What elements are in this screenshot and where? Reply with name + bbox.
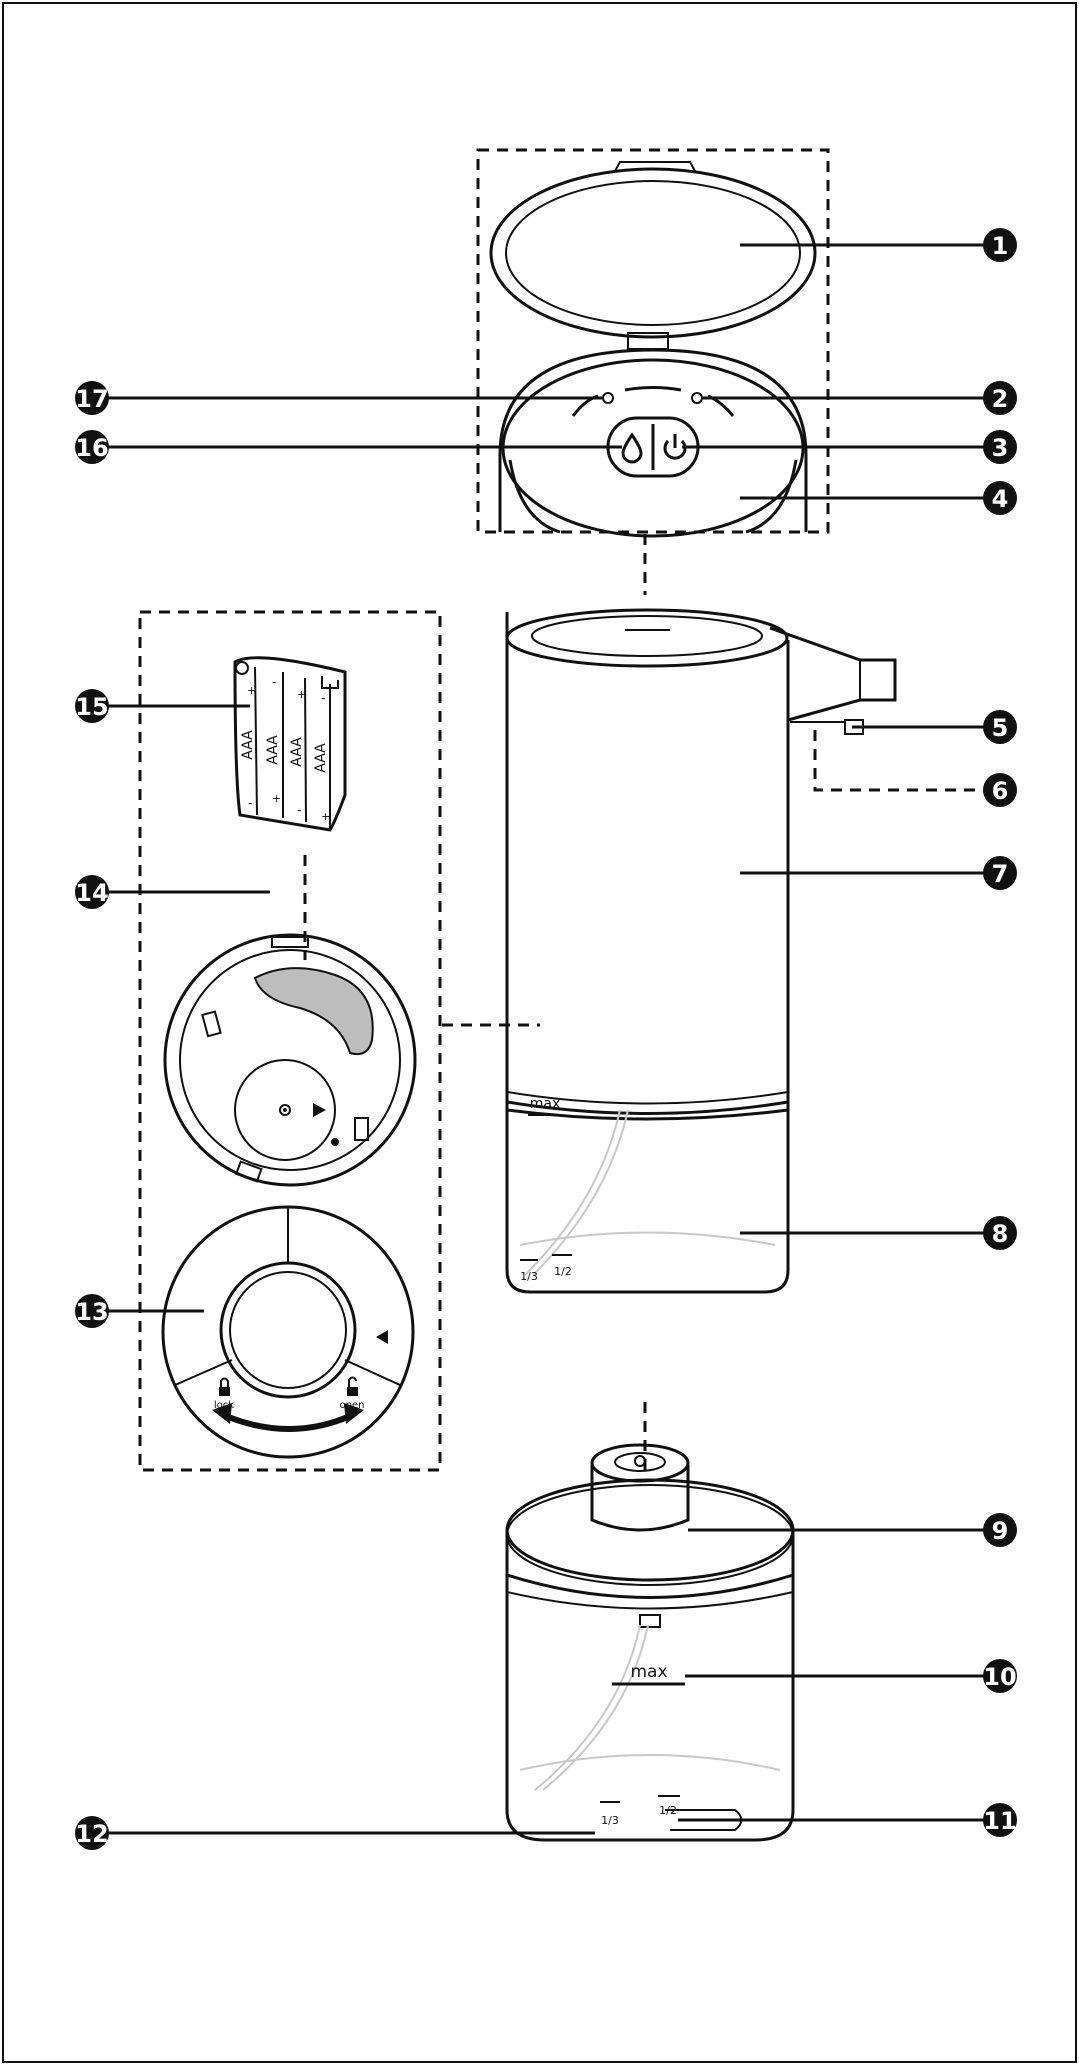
refill-third-mark: 1/3 bbox=[601, 1814, 619, 1827]
body-max-mark: max bbox=[530, 1096, 561, 1112]
svg-text:2: 2 bbox=[992, 385, 1009, 413]
svg-text:8: 8 bbox=[992, 1220, 1009, 1248]
battery-1-plus: + bbox=[247, 684, 256, 697]
svg-text:13: 13 bbox=[75, 1298, 108, 1326]
svg-text:7: 7 bbox=[992, 860, 1009, 888]
padlock-open-icon bbox=[347, 1376, 358, 1396]
svg-text:4: 4 bbox=[992, 485, 1009, 513]
callout-17-badge: 17 bbox=[75, 381, 109, 415]
battery-2-plus: + bbox=[272, 792, 281, 805]
svg-text:12: 12 bbox=[75, 1820, 108, 1848]
svg-text:14: 14 bbox=[75, 879, 108, 907]
callout-1-badge: 1 bbox=[983, 228, 1017, 262]
battery-3-minus: - bbox=[297, 803, 301, 817]
callout-16-badge: 16 bbox=[75, 430, 109, 464]
callout-3-badge: 3 bbox=[983, 430, 1017, 464]
indicator-led-left bbox=[602, 392, 614, 404]
battery-2-type: AAA bbox=[265, 735, 281, 765]
battery-4-minus: - bbox=[321, 691, 325, 705]
top-lid bbox=[489, 161, 817, 350]
leader-lines bbox=[108, 243, 985, 1835]
refill-bottle: max 1/3 1/2 bbox=[505, 1443, 795, 1842]
callout-5-badge: 5 bbox=[983, 710, 1017, 744]
droplet-icon bbox=[621, 432, 643, 464]
top-group-box bbox=[476, 148, 830, 534]
svg-text:5: 5 bbox=[992, 714, 1009, 742]
callout-13-badge: 13 bbox=[75, 1294, 109, 1328]
svg-text:1: 1 bbox=[992, 232, 1009, 260]
base-arrow-icon bbox=[313, 1103, 326, 1117]
base-group-box bbox=[138, 610, 442, 1472]
ring-arrow-icon bbox=[376, 1330, 388, 1344]
callout-4-badge: 4 bbox=[983, 481, 1017, 515]
lock-ring: lock open bbox=[161, 1205, 415, 1459]
refill-max-mark: max bbox=[630, 1662, 667, 1682]
callout-7-badge: 7 bbox=[983, 856, 1017, 890]
battery-2-minus: - bbox=[272, 675, 276, 689]
svg-text:3: 3 bbox=[992, 434, 1009, 462]
base-underside bbox=[163, 933, 417, 1187]
svg-text:9: 9 bbox=[992, 1517, 1009, 1545]
svg-text:6: 6 bbox=[992, 777, 1009, 805]
battery-pack: AAA AAA AAA AAA + - - + + - - + bbox=[233, 656, 347, 832]
battery-compartment bbox=[253, 967, 374, 1056]
callout-15-badge: 15 bbox=[75, 689, 109, 723]
callout-10-badge: 10 bbox=[983, 1659, 1017, 1693]
nozzle-arm bbox=[769, 626, 897, 722]
callout-14-badge: 14 bbox=[75, 875, 109, 909]
callout-8-badge: 8 bbox=[983, 1216, 1017, 1250]
connector-nozzle bbox=[813, 730, 990, 792]
dispenser-body: max 1/3 1/2 bbox=[505, 608, 897, 1294]
callout-6-badge: 6 bbox=[983, 773, 1017, 807]
svg-text:11: 11 bbox=[983, 1807, 1016, 1835]
svg-text:10: 10 bbox=[983, 1663, 1016, 1691]
lock-label: lock bbox=[214, 1400, 234, 1411]
callout-9-badge: 9 bbox=[983, 1513, 1017, 1547]
indicator-led-right bbox=[691, 392, 703, 404]
body-third-mark: 1/3 bbox=[520, 1270, 538, 1283]
svg-text:15: 15 bbox=[75, 693, 108, 721]
callout-2-badge: 2 bbox=[983, 381, 1017, 415]
battery-4-plus: + bbox=[321, 810, 330, 823]
battery-3-plus: + bbox=[297, 688, 306, 701]
control-panel bbox=[498, 348, 808, 538]
open-label: open bbox=[340, 1400, 365, 1411]
svg-text:16: 16 bbox=[75, 434, 108, 462]
body-half-mark: 1/2 bbox=[554, 1265, 572, 1278]
battery-3-type: AAA bbox=[289, 737, 305, 767]
pump-cap bbox=[590, 1465, 690, 1532]
rotate-arrow-icon bbox=[224, 1413, 352, 1432]
battery-1-minus: - bbox=[248, 796, 252, 810]
refill-half-mark: 1/2 bbox=[659, 1804, 677, 1817]
padlock-closed-icon bbox=[219, 1377, 230, 1396]
battery-4-type: AAA bbox=[313, 743, 329, 773]
svg-text:17: 17 bbox=[75, 385, 108, 413]
battery-1-type: AAA bbox=[240, 730, 256, 760]
callout-12-badge: 12 bbox=[75, 1816, 109, 1850]
callout-11-badge: 11 bbox=[983, 1803, 1017, 1837]
